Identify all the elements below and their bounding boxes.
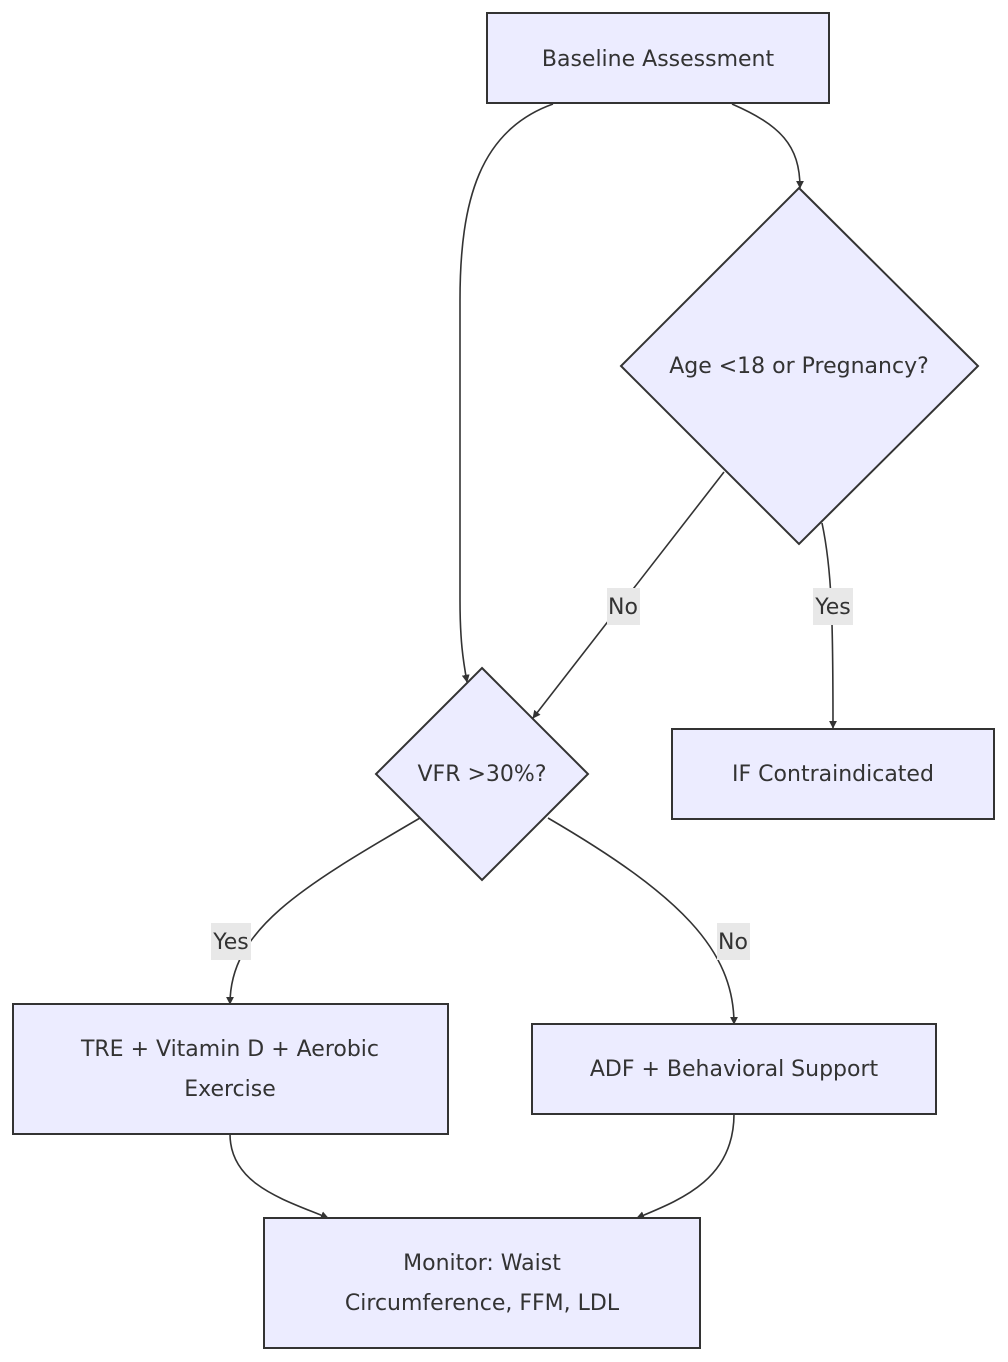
edge-label-vfr-no-text: No [718, 930, 748, 955]
edge-tre-to-monitor [229, 1133, 329, 1219]
edge-label-vfr-no: No [717, 923, 750, 960]
edge-label-age-yes-text: Yes [814, 595, 851, 620]
node-adf-behavioral-support: ADF + Behavioral Support [531, 1023, 937, 1115]
node-age-pregnancy-check: Age <18 or Pregnancy? [619, 186, 980, 546]
edge-vfr-check-no-to-adf [547, 817, 738, 1025]
node-tre-vitamin-d-aerobic: TRE + Vitamin D + Aerobic Exercise [12, 1003, 449, 1135]
node-if-contraindicated: IF Contraindicated [671, 728, 995, 820]
edge-adf-to-monitor [636, 1113, 735, 1219]
edge-age-check-yes-to-contraindicated [821, 522, 837, 729]
node-monitor: Monitor: Waist Circumference, FFM, LDL [263, 1217, 701, 1349]
edge-vfr-check-yes-to-tre [226, 817, 421, 1005]
node-adf-label: ADF + Behavioral Support [590, 1057, 879, 1082]
node-baseline-assessment: Baseline Assessment [486, 12, 830, 104]
edge-baseline-to-age-check [731, 103, 804, 189]
node-vfr-check-label: VFR >30%? [418, 762, 547, 787]
edge-label-vfr-yes: Yes [211, 923, 251, 960]
node-tre-label-line2: Exercise [184, 1077, 276, 1102]
edge-baseline-to-vfr-check [459, 103, 554, 683]
edge-label-age-no: No [607, 588, 640, 625]
node-monitor-label-line2: Circumference, FFM, LDL [345, 1291, 620, 1316]
edge-label-vfr-yes-text: Yes [212, 930, 249, 955]
node-baseline-assessment-label: Baseline Assessment [542, 47, 775, 72]
node-vfr-check: VFR >30%? [374, 666, 590, 882]
node-age-pregnancy-check-label: Age <18 or Pregnancy? [669, 354, 929, 379]
node-monitor-label-line1: Monitor: Waist [403, 1251, 561, 1276]
node-tre-label-line1: TRE + Vitamin D + Aerobic [80, 1037, 379, 1062]
edge-label-age-yes: Yes [813, 588, 853, 625]
edge-label-age-no-text: No [608, 595, 638, 620]
node-if-contraindicated-label: IF Contraindicated [732, 762, 934, 787]
